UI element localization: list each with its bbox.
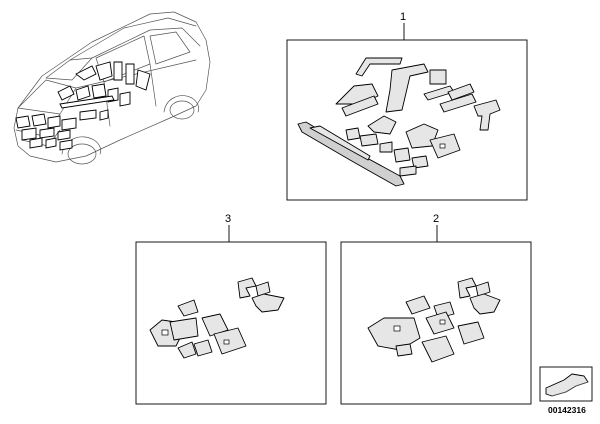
kit-1-part: [393, 147, 411, 163]
kit-1-frame: [286, 39, 528, 201]
kit-3-part: [177, 341, 197, 359]
kit-3-part: [193, 339, 213, 357]
kit-2-part: [421, 335, 455, 363]
kit-2-part: [475, 281, 491, 297]
kit-2-part: [469, 293, 501, 315]
kit-1-part: [341, 95, 379, 117]
callout-1: 1: [400, 11, 406, 23]
kit-2-frame: [340, 241, 532, 405]
kit-1-part: [447, 83, 475, 101]
kit-1-part: [473, 99, 501, 131]
kit-3-frame: [135, 241, 327, 405]
vehicle-overview-icon: [13, 11, 211, 165]
kit-1-part: [429, 69, 447, 85]
kit-1-part: [439, 93, 477, 113]
kit-1-part: [367, 115, 397, 135]
kit-3-part: [255, 281, 271, 297]
insulation-mat-symbol-icon: [539, 366, 593, 402]
kit-1-part: [399, 165, 417, 177]
kit-1-part: [345, 127, 361, 141]
kit-1-group: 1: [286, 11, 528, 201]
kit-3-part: [169, 317, 199, 341]
kit-3-part: [237, 277, 257, 299]
kit-3-parts: [149, 277, 285, 359]
kit-1-part: [405, 123, 439, 149]
kit-2-part: [457, 277, 477, 299]
diagram-id: 00142316: [548, 405, 586, 415]
kit-1-part: [359, 133, 379, 147]
kit-1-part: [385, 63, 429, 113]
kit-2-part: [395, 343, 413, 357]
kit-3-part: [177, 299, 199, 317]
callout-3: 3: [225, 213, 231, 225]
kit-2-group: 2: [340, 213, 532, 405]
kit-2-part: [367, 317, 421, 351]
kit-3-part: [251, 293, 285, 313]
callout-2: 2: [433, 213, 439, 225]
kit-3-group: 3: [135, 213, 327, 405]
kit-3-part: [213, 327, 247, 355]
kit-1-part: [379, 141, 393, 153]
kit-1-part: [355, 57, 403, 77]
kit-3-part: [201, 313, 229, 337]
kit-2-part: [405, 295, 431, 315]
kit-2-part: [457, 321, 485, 345]
kit-2-parts: [367, 277, 501, 363]
kit-1-part: [309, 125, 371, 161]
kit-1-part: [411, 155, 429, 169]
car-insulation-parts: [15, 61, 151, 151]
kit-1-parts: [297, 57, 501, 187]
